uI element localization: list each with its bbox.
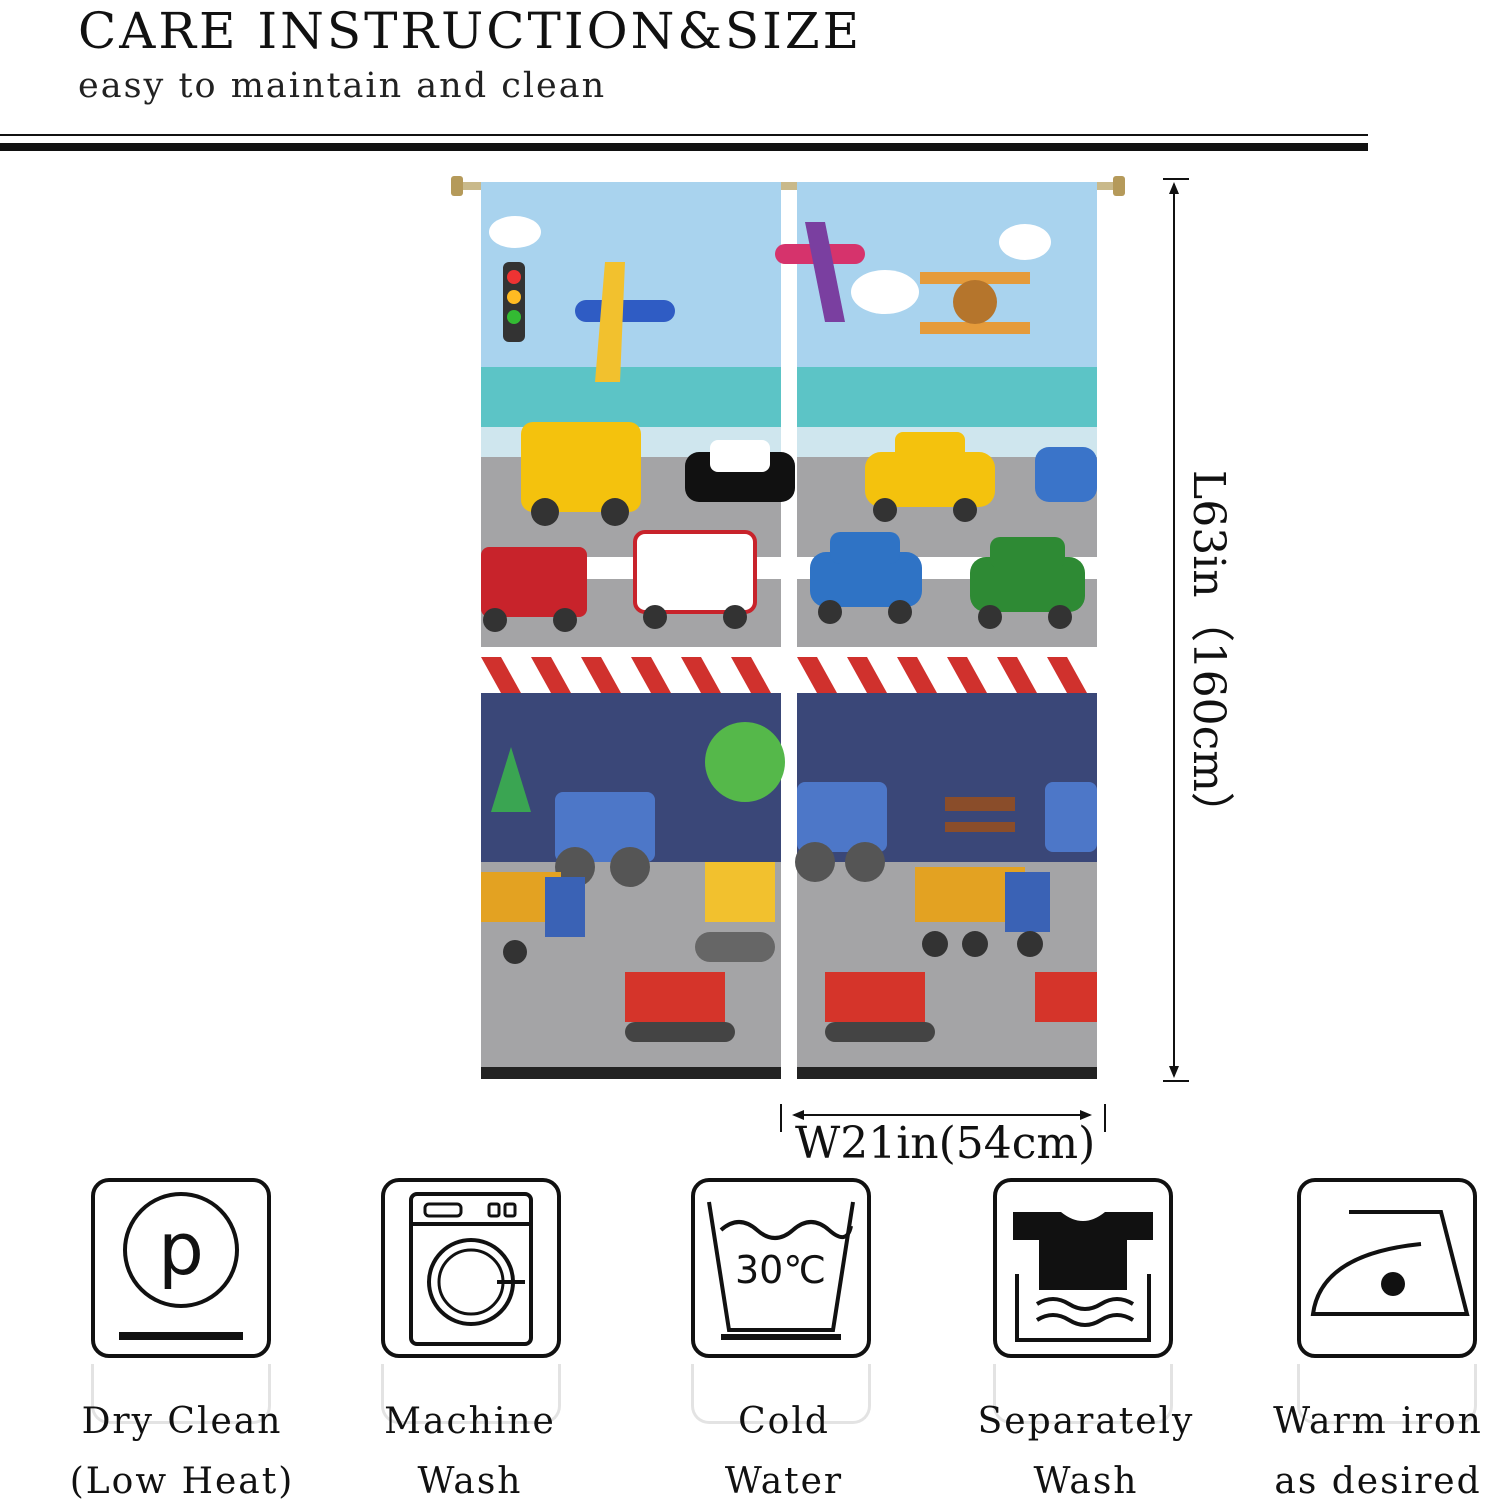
separate-wash-icon (992, 1178, 1173, 1358)
machine-wash-reflection (380, 1364, 561, 1424)
biplane-orange (920, 272, 1030, 334)
care-item-separately-wash (990, 1178, 1175, 1424)
plane-pink (775, 222, 865, 322)
blue-car (810, 532, 922, 624)
care-item-dry-clean: p (88, 1178, 273, 1424)
tree-left (491, 722, 785, 812)
width-dimension-line (780, 1104, 1106, 1132)
dry-clean-icon: p (90, 1178, 271, 1358)
fire-truck (481, 547, 587, 632)
wash-temperature: 30℃ (734, 1248, 827, 1292)
height-label: L63in（160cm） (1183, 470, 1234, 836)
tractor-blue-right (795, 782, 1097, 882)
page-title: CARE INSTRUCTION&SIZE (78, 2, 863, 60)
height-dimension-line (1163, 178, 1189, 1082)
roller-yellow (695, 862, 775, 962)
security-car (1035, 447, 1097, 502)
label-warm-iron: Warm iron as desired (1273, 1401, 1483, 1502)
separately-wash-reflection (992, 1364, 1173, 1424)
rod-end-right (1113, 176, 1125, 196)
striped-barrier-left (481, 657, 771, 693)
plane-blue (575, 262, 675, 382)
divider-thin (0, 134, 1368, 136)
care-item-warm-iron (1294, 1178, 1479, 1424)
svg-text:p: p (158, 1207, 204, 1291)
label-cold-water: Cold Water (724, 1401, 844, 1502)
care-item-machine-wash (378, 1178, 563, 1424)
care-item-cold-water: 30℃ (688, 1178, 873, 1424)
label-machine-wash: Machine Wash (384, 1401, 556, 1502)
bench (945, 797, 1015, 832)
iron-icon (1296, 1178, 1477, 1358)
ambulance (633, 530, 757, 629)
dump-truck (481, 872, 585, 964)
dry-clean-reflection (90, 1364, 271, 1424)
curtain-illustration (451, 176, 1125, 1079)
curtain-panel-left (481, 182, 795, 1079)
dump-truck-right (915, 867, 1050, 957)
school-bus (521, 422, 641, 526)
green-car (970, 537, 1085, 629)
wash-tub-icon: 30℃ (690, 1178, 871, 1358)
warm-iron-reflection (1296, 1364, 1477, 1424)
divider-thick (0, 143, 1368, 151)
striped-barrier-right (797, 657, 1087, 693)
curtain-rod (455, 182, 1125, 190)
taxi (865, 432, 995, 522)
cold-water-reflection (690, 1364, 871, 1424)
label-dry-clean: Dry Clean (Low Heat) (69, 1401, 295, 1502)
width-label: W21in(54cm) (795, 1118, 1096, 1169)
washing-machine-icon (380, 1178, 561, 1358)
label-separately-wash: Separately Wash (977, 1401, 1195, 1502)
excavator-red-right (825, 972, 1097, 1042)
tractor-blue (555, 792, 655, 887)
police-car (685, 440, 795, 502)
page-subtitle: easy to maintain and clean (78, 66, 607, 106)
rod-end-left (451, 176, 463, 196)
excavator-red (625, 972, 735, 1042)
curtain-panel-right (775, 182, 1097, 1079)
